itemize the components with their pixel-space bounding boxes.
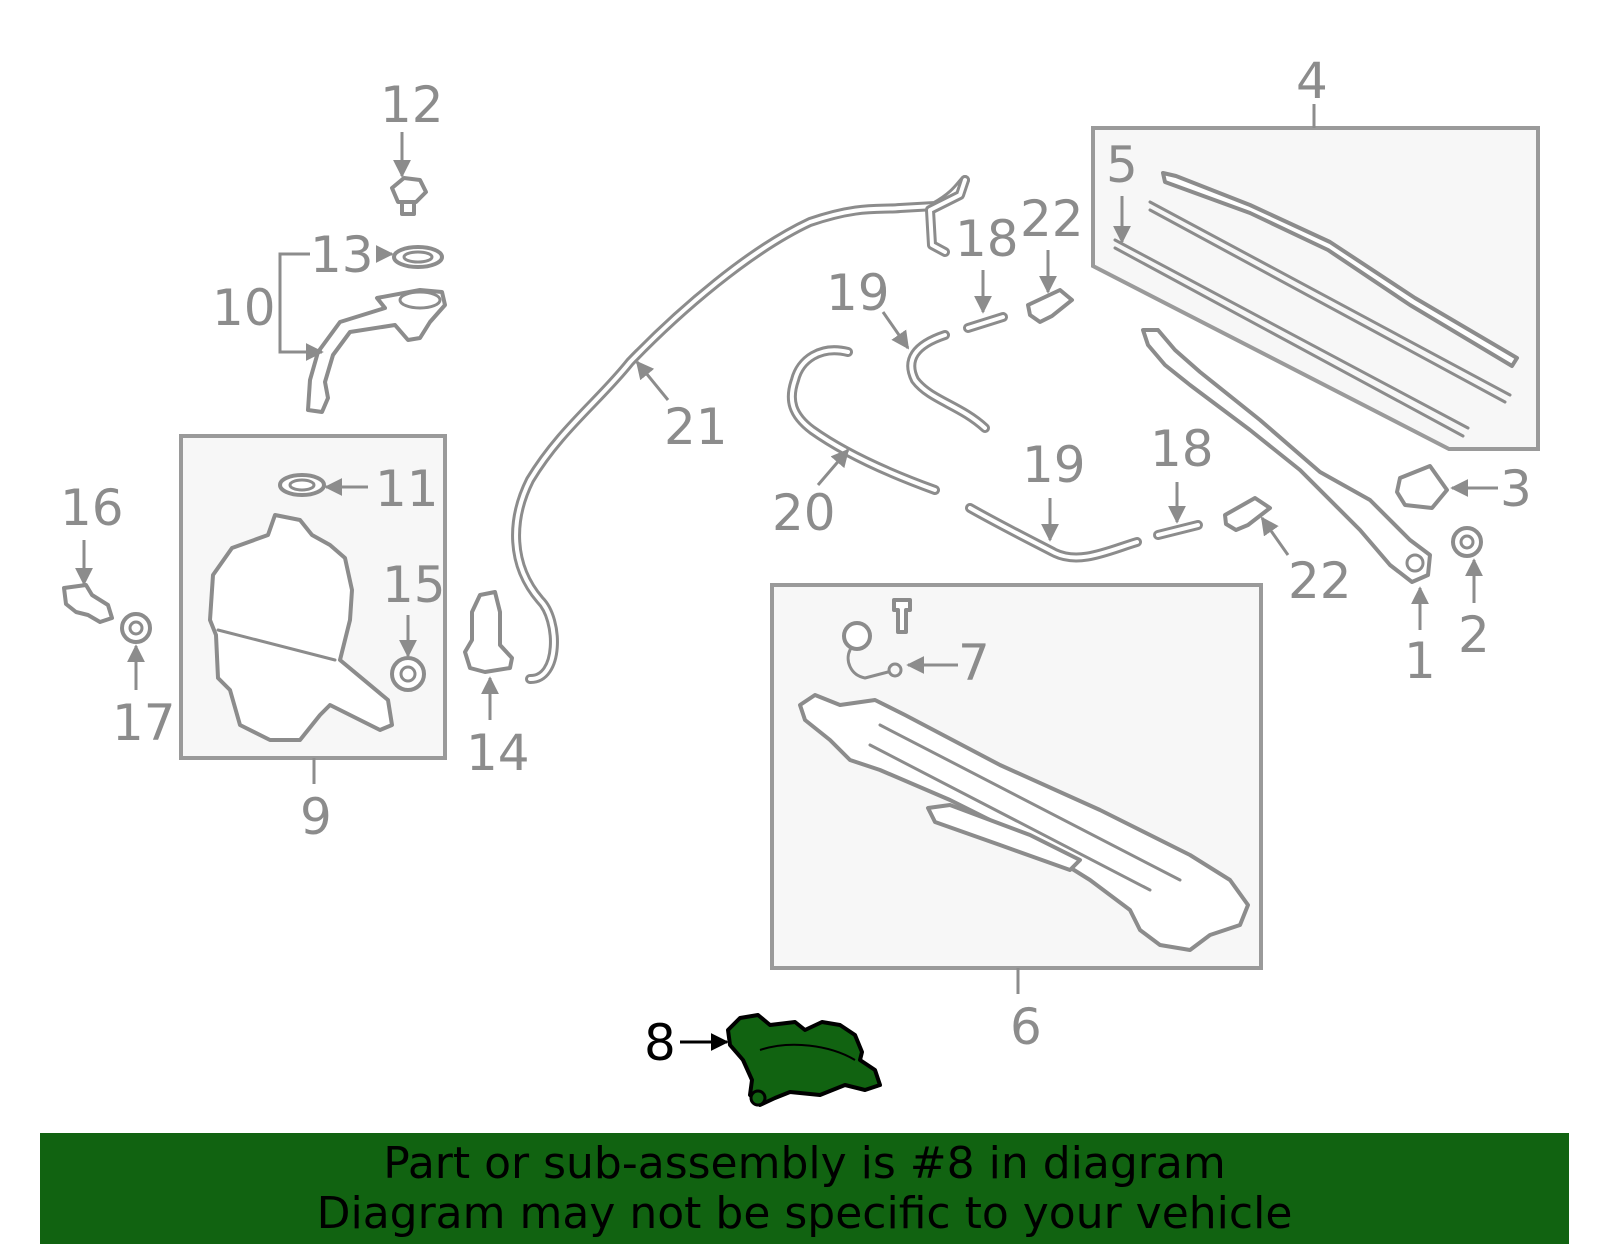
callout-22-lower: 22: [1288, 552, 1352, 610]
bolt-12: [390, 176, 428, 216]
grommet-15: [390, 656, 426, 692]
callout-13: 13: [310, 226, 374, 284]
callout-22-upper: 22: [1020, 190, 1084, 248]
banner-line-2: Diagram may not be specific to your vehi…: [316, 1188, 1293, 1239]
callout-15: 15: [382, 556, 446, 614]
wiper-blade-part: [1113, 171, 1519, 438]
arm-nut-part: [1451, 526, 1483, 558]
callout-20: 20: [772, 484, 836, 542]
grommet-11: [278, 473, 326, 497]
callout-1: 1: [1404, 632, 1436, 690]
callout-7: 7: [958, 634, 990, 692]
callout-19-lower: 19: [1022, 436, 1086, 494]
callout-18-upper: 18: [955, 210, 1019, 268]
grommet-17: [120, 612, 152, 644]
callout-3: 3: [1500, 460, 1532, 518]
filler-pipe-10: [306, 288, 447, 414]
seal-ring-13: [392, 245, 444, 269]
banner-line-1: Part or sub-assembly is #8 in diagram: [383, 1138, 1226, 1189]
wiper-arm-part: [1141, 328, 1432, 584]
arm-cap-part: [1395, 464, 1449, 510]
callout-17: 17: [112, 694, 176, 752]
leader-lines: [75, 132, 1498, 1051]
washer-hose-20: [786, 345, 940, 495]
callout-6: 6: [1010, 998, 1042, 1056]
callout-11: 11: [375, 460, 439, 518]
callout-12: 12: [380, 76, 444, 134]
washer-hose-18: [963, 312, 1203, 540]
callout-5: 5: [1106, 136, 1138, 194]
callout-18-lower: 18: [1150, 420, 1214, 478]
info-banner: Part or sub-assembly is #8 in diagram Di…: [40, 1133, 1569, 1244]
callout-9: 9: [300, 788, 332, 846]
washer-hose-19-upper: [906, 330, 990, 433]
callout-2: 2: [1458, 606, 1490, 664]
wiper-linkage-part: [798, 693, 1250, 952]
washer-hose-19-lower: [965, 503, 1142, 563]
washer-pump-14: [463, 590, 514, 674]
callout-10: 10: [212, 279, 276, 337]
wiper-blade-group-box: [1091, 104, 1540, 451]
washer-hose-21: [511, 175, 970, 685]
callout-4: 4: [1296, 52, 1328, 110]
hose-clip-22: [1026, 288, 1272, 532]
washer-tank-part: [208, 513, 394, 742]
level-sensor-16: [62, 583, 114, 624]
callout-19-upper: 19: [826, 264, 890, 322]
callout-21: 21: [664, 398, 728, 456]
callout-14: 14: [466, 724, 530, 782]
connector-7: [842, 598, 912, 680]
wiper-motor-8: [726, 1013, 882, 1107]
callout-8: 8: [644, 1014, 676, 1072]
callout-16: 16: [60, 479, 124, 537]
callout-labels: 12 13 10 11 16 15 17 14 9 21 20 19 18 22…: [60, 52, 1532, 1072]
